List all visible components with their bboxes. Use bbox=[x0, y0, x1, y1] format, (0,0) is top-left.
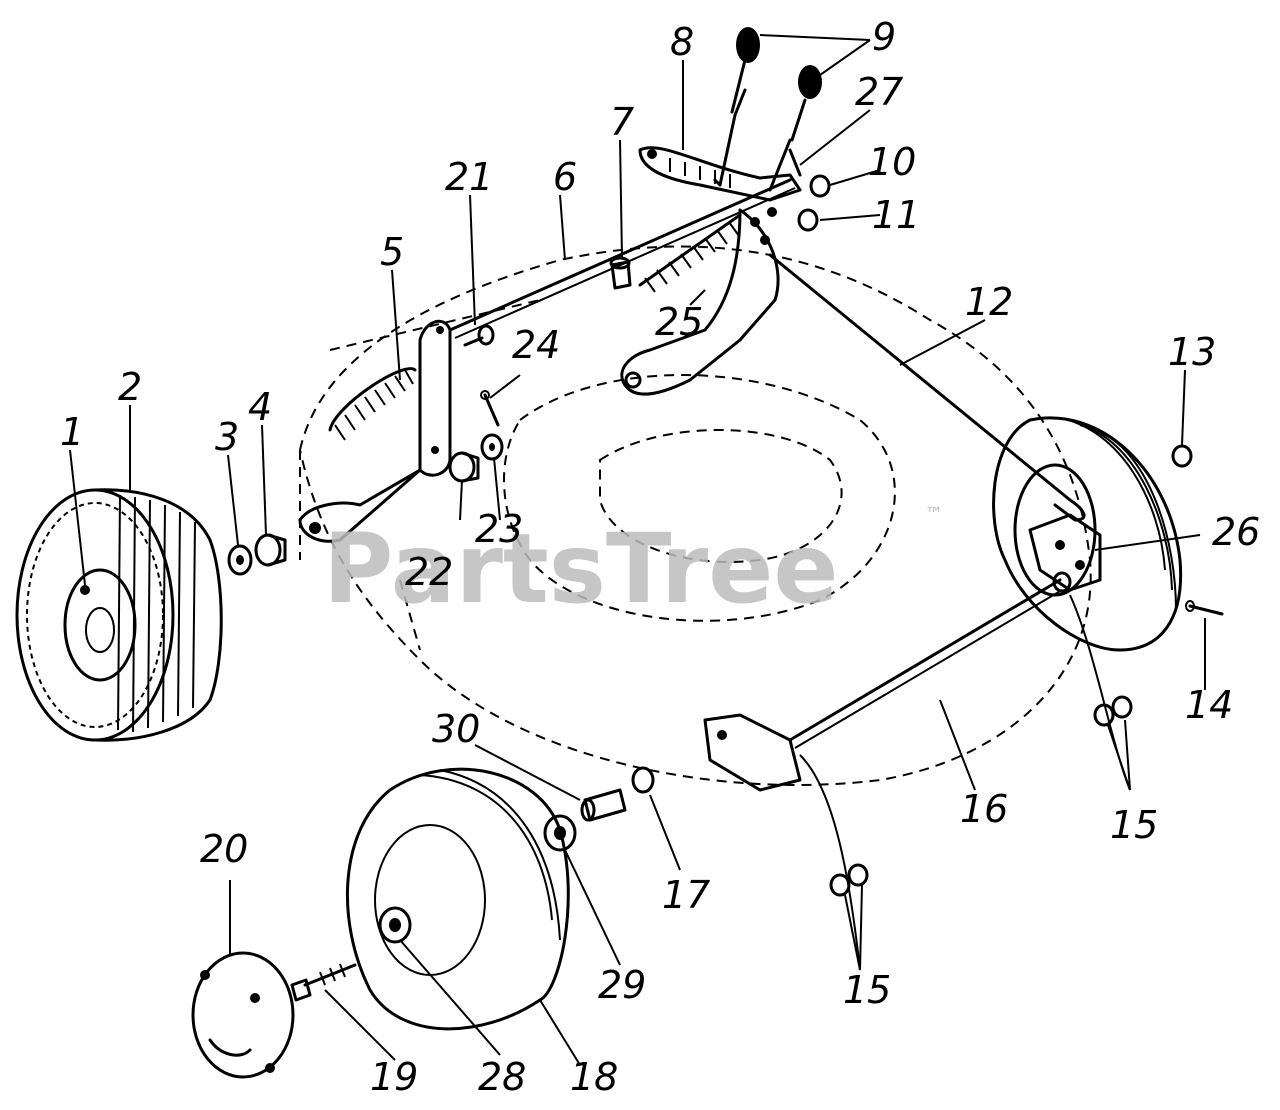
callout-25: 25 bbox=[655, 300, 703, 344]
callout-30: 30 bbox=[432, 707, 480, 751]
washer-part-3 bbox=[227, 544, 253, 576]
adjuster-plate-part-8 bbox=[638, 146, 802, 202]
cotter-pin-part-24 bbox=[480, 390, 500, 427]
callout-10: 10 bbox=[868, 140, 916, 184]
watermark: PartsTree ™ bbox=[323, 504, 943, 625]
callout-19: 19 bbox=[370, 1055, 418, 1099]
nut-part-13 bbox=[1171, 444, 1193, 468]
callout-23: 23 bbox=[475, 507, 523, 551]
callout-28: 28 bbox=[478, 1055, 526, 1099]
callout-2: 2 bbox=[118, 365, 142, 409]
stud-part-7 bbox=[609, 256, 632, 290]
washer-part-23 bbox=[480, 433, 504, 461]
rod-part-12 bbox=[768, 253, 1086, 522]
watermark-text: PartsTree bbox=[323, 513, 838, 625]
callout-24: 24 bbox=[512, 323, 560, 367]
handle-lever-left bbox=[713, 27, 760, 187]
callout-17: 17 bbox=[662, 873, 710, 917]
spacer-part-30 bbox=[580, 788, 627, 822]
callout-7: 7 bbox=[610, 100, 634, 144]
callout-20: 20 bbox=[200, 827, 248, 871]
wheel-bracket-part-26 bbox=[1028, 513, 1102, 592]
spring-part-25 bbox=[638, 213, 742, 293]
bearing-part-28 bbox=[378, 906, 412, 944]
height-adjust-bracket bbox=[298, 319, 452, 543]
handle-lever-right bbox=[768, 65, 822, 192]
callout-6: 6 bbox=[553, 155, 577, 199]
callout-22: 22 bbox=[405, 550, 453, 594]
front-axle-bracket bbox=[703, 713, 802, 792]
callout-11: 11 bbox=[872, 193, 920, 237]
axle-part-16 bbox=[788, 571, 1072, 749]
washer-part-17 bbox=[631, 766, 655, 794]
front-wheel-part-18 bbox=[345, 767, 570, 1031]
callout-13: 13 bbox=[1168, 330, 1216, 374]
bushing-part-22 bbox=[448, 451, 480, 483]
callout-labels: 1 2 3 4 5 6 7 8 9 10 11 12 13 14 15 16 1… bbox=[60, 15, 1260, 1099]
callout-8: 8 bbox=[670, 20, 694, 64]
pin-part-14 bbox=[1185, 600, 1224, 616]
bolt-part-21 bbox=[463, 324, 495, 347]
lever-bracket bbox=[620, 207, 780, 396]
callout-15-front: 15 bbox=[843, 968, 891, 1012]
callout-16: 16 bbox=[960, 787, 1008, 831]
callout-27: 27 bbox=[855, 70, 903, 114]
callout-12: 12 bbox=[965, 280, 1013, 324]
callout-26: 26 bbox=[1212, 510, 1260, 554]
watermark-trademark: ™ bbox=[925, 504, 943, 525]
callout-5: 5 bbox=[380, 230, 404, 274]
bearing-part-29 bbox=[543, 814, 577, 852]
callout-15-right: 15 bbox=[1110, 803, 1158, 847]
callout-29: 29 bbox=[598, 963, 646, 1007]
callout-3: 3 bbox=[215, 415, 239, 459]
nut-part-11 bbox=[797, 208, 819, 232]
callout-21: 21 bbox=[445, 155, 493, 199]
callout-18: 18 bbox=[570, 1055, 618, 1099]
callout-14: 14 bbox=[1185, 683, 1233, 727]
leader-lines bbox=[69, 34, 1206, 1066]
bushing-part-4 bbox=[254, 533, 287, 567]
callout-1: 1 bbox=[60, 410, 84, 454]
bolt-part-19 bbox=[290, 963, 357, 1002]
rear-wheel-treaded bbox=[15, 488, 223, 742]
callout-4: 4 bbox=[248, 385, 272, 429]
callout-9: 9 bbox=[872, 15, 896, 59]
hubcap-part-20 bbox=[191, 951, 295, 1079]
nut-part-10 bbox=[809, 174, 831, 198]
